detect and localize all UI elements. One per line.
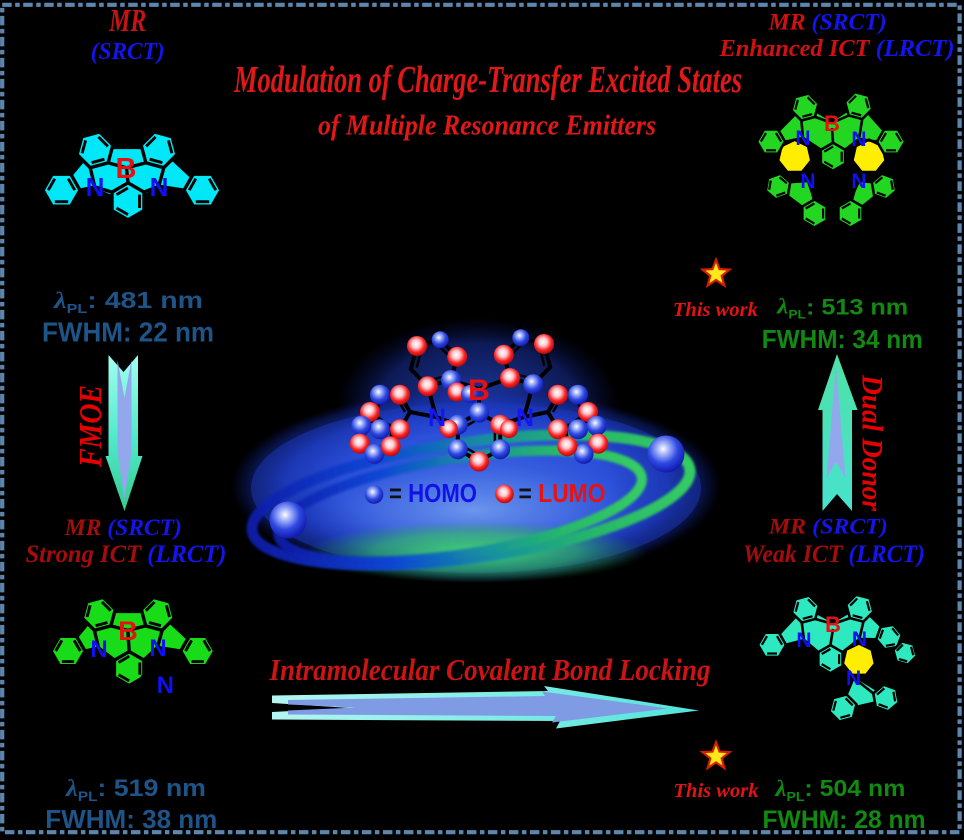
svg-text:Strong ICT (LRCT): Strong ICT (LRCT) — [26, 539, 227, 568]
svg-text:N: N — [157, 672, 174, 699]
svg-text:MR (SRCT): MR (SRCT) — [64, 515, 182, 541]
svg-text:B: B — [824, 111, 840, 136]
svg-text:λPL: 519 nm: λPL: 519 nm — [65, 775, 206, 804]
svg-text:Dual Donor: Dual Donor — [856, 374, 889, 511]
svg-text:(SRCT): (SRCT) — [91, 38, 165, 65]
svg-text:Enhanced ICT (LRCT): Enhanced ICT (LRCT) — [719, 35, 955, 62]
svg-text:N: N — [150, 172, 169, 202]
svg-text:B: B — [116, 153, 137, 185]
svg-text:N: N — [86, 172, 105, 202]
svg-text:λPL: 504 nm: λPL: 504 nm — [774, 775, 905, 804]
svg-text:N: N — [428, 404, 446, 432]
svg-text:MR: MR — [108, 2, 146, 38]
svg-text:Weak ICT (LRCT): Weak ICT (LRCT) — [743, 539, 925, 568]
svg-text:N: N — [800, 170, 815, 193]
svg-text:This work: This work — [674, 781, 759, 802]
svg-text:N: N — [846, 667, 861, 690]
svg-text:N: N — [851, 128, 866, 151]
svg-text:N: N — [516, 404, 534, 432]
svg-text:N: N — [796, 629, 811, 652]
svg-text:Modulation of Charge-Transfer: Modulation of Charge-Transfer Excited St… — [233, 59, 742, 101]
svg-text:= HOMO: = HOMO — [389, 478, 477, 508]
svg-text:B: B — [825, 612, 841, 637]
svg-text:λPL: 513 nm: λPL: 513 nm — [776, 293, 908, 321]
svg-text:N: N — [852, 628, 867, 651]
svg-text:N: N — [90, 636, 107, 663]
svg-text:FWHM: 34 nm: FWHM: 34 nm — [762, 324, 923, 354]
svg-text:N: N — [795, 127, 810, 150]
svg-text:MR (SRCT): MR (SRCT) — [768, 10, 887, 35]
svg-text:N: N — [851, 170, 866, 193]
svg-text:B: B — [118, 616, 138, 646]
svg-text:of Multiple Resonance Emitters: of Multiple Resonance Emitters — [318, 111, 656, 142]
svg-text:This work: This work — [673, 300, 758, 321]
svg-text:Intramolecular Covalent Bond L: Intramolecular Covalent Bond Locking — [269, 652, 711, 687]
svg-text:FMOE: FMOE — [72, 385, 108, 468]
svg-text:FWHM: 22 nm: FWHM: 22 nm — [42, 317, 214, 348]
svg-text:N: N — [149, 635, 166, 662]
svg-text:B: B — [468, 374, 490, 407]
svg-text:MR (SRCT): MR (SRCT) — [768, 514, 888, 539]
svg-text:FWHM: 38 nm: FWHM: 38 nm — [45, 804, 217, 834]
svg-text:= LUMO: = LUMO — [519, 478, 606, 508]
svg-text:λPL: 481 nm: λPL: 481 nm — [53, 287, 203, 316]
svg-text:FWHM: 28 nm: FWHM: 28 nm — [763, 806, 926, 834]
